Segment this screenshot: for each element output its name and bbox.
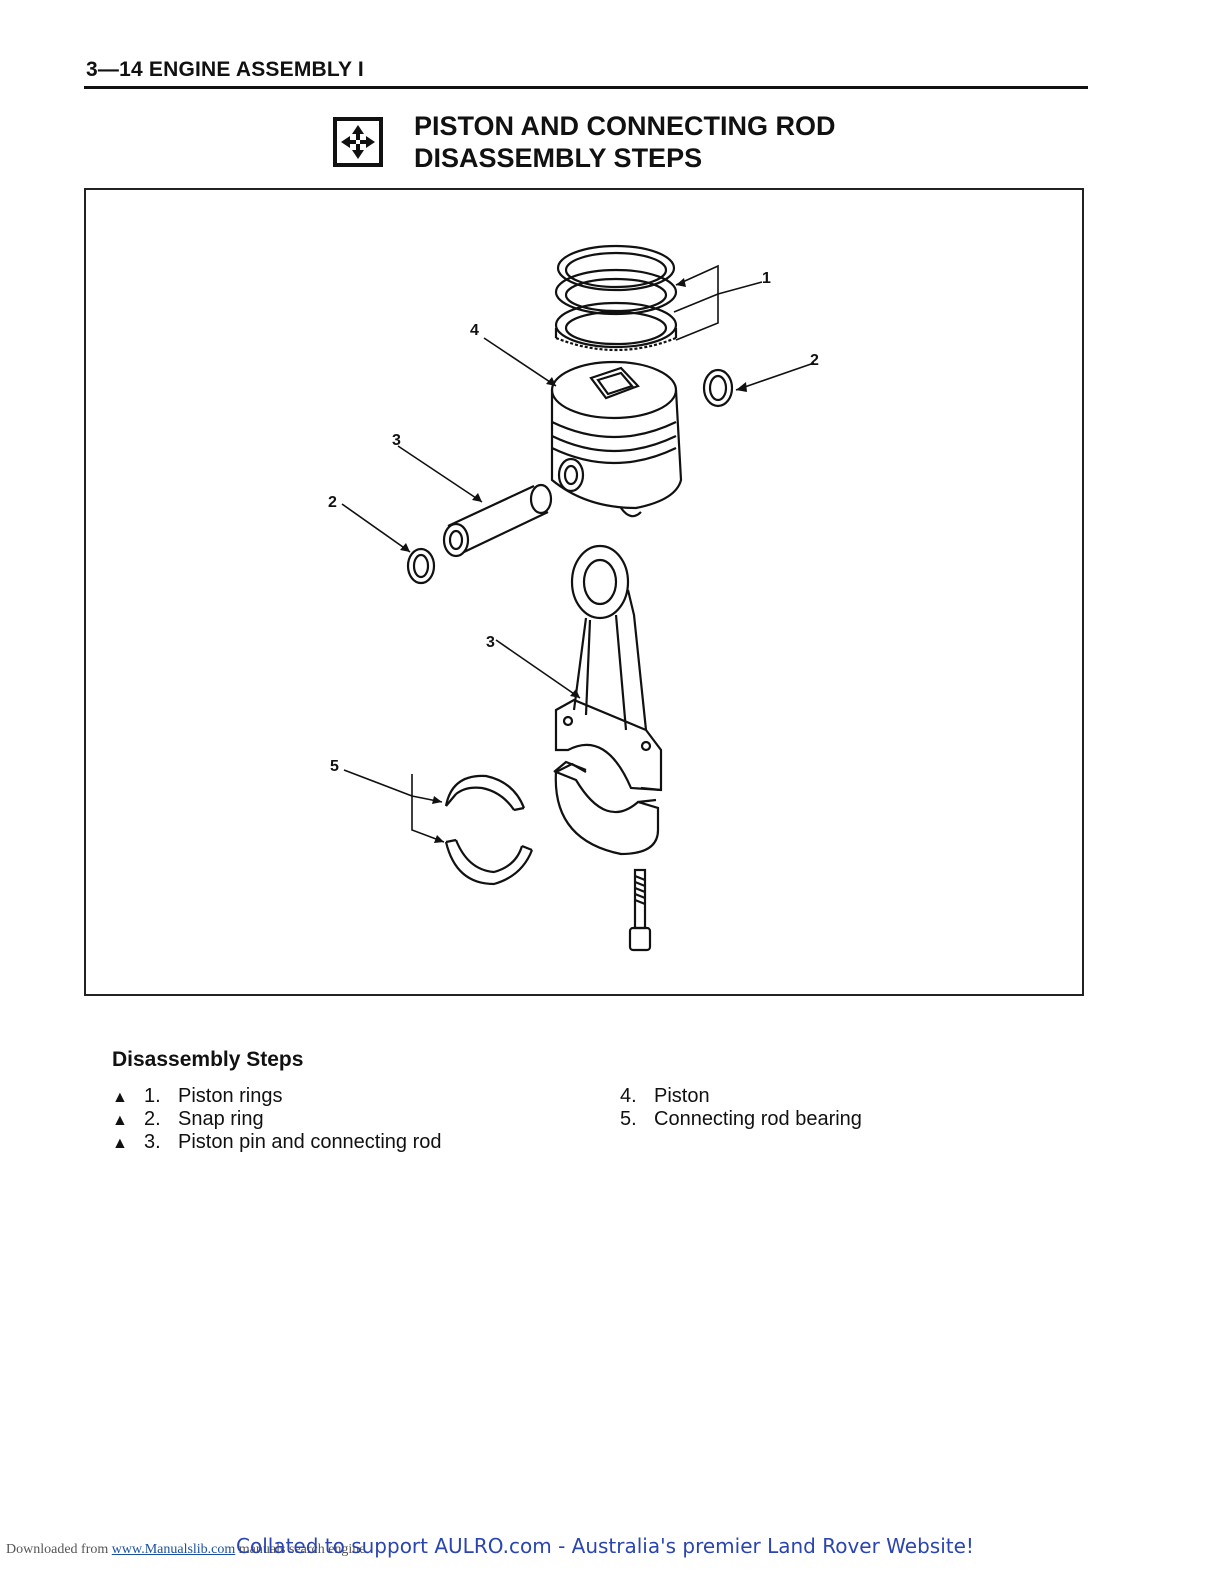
manualslib-link[interactable]: www.Manualslib.com bbox=[111, 1542, 236, 1557]
step-label: Snap ring bbox=[178, 1108, 264, 1130]
exploded-diagram bbox=[341, 244, 815, 952]
step-label: Piston rings bbox=[178, 1085, 283, 1107]
step-label: Piston pin and connecting rod bbox=[178, 1131, 442, 1153]
rod-bolt-drawing bbox=[628, 868, 652, 952]
callout-1: 1 bbox=[762, 270, 771, 287]
step-item-3: ▲3.Piston pin and connecting rod bbox=[112, 1131, 442, 1153]
disassembly-arrows-icon bbox=[333, 117, 383, 167]
piston-drawing bbox=[550, 360, 683, 518]
page-title: PISTON AND CONNECTING ROD DISASSEMBLY ST… bbox=[414, 110, 836, 174]
callout-4: 4 bbox=[470, 322, 479, 339]
callout-5: 5 bbox=[330, 758, 339, 775]
leader-lines bbox=[341, 264, 815, 843]
download-note: Downloaded from www.Manualslib.com manua… bbox=[6, 1542, 366, 1557]
page-header: 3—14 ENGINE ASSEMBLY I bbox=[84, 58, 1088, 89]
bearing-upper-drawing bbox=[444, 774, 526, 812]
step-item-4: 4.Piston bbox=[620, 1085, 710, 1107]
collated-note: Collated to support AULRO.com - Australi… bbox=[236, 1534, 974, 1558]
rod-cap-drawing bbox=[554, 762, 660, 856]
callout-3-pin: 3 bbox=[392, 432, 401, 449]
step-item-1: ▲1.Piston rings bbox=[112, 1085, 283, 1107]
exploded-view-figure: 1 2 4 3 2 3 5 bbox=[84, 188, 1084, 996]
piston-rings-drawing bbox=[554, 244, 678, 352]
bearing-lower-drawing bbox=[444, 838, 534, 886]
step-item-5: 5.Connecting rod bearing bbox=[620, 1108, 862, 1130]
callout-3-rod: 3 bbox=[486, 634, 495, 651]
step-label: Connecting rod bearing bbox=[654, 1108, 862, 1130]
snap-ring-right-drawing bbox=[702, 368, 734, 408]
title-line-2: DISASSEMBLY STEPS bbox=[414, 143, 703, 173]
step-label: Piston bbox=[654, 1085, 710, 1107]
footer: Downloaded from www.Manualslib.com manua… bbox=[6, 1532, 1216, 1562]
snap-ring-left-drawing bbox=[406, 547, 436, 585]
triangle-marker-icon: ▲ bbox=[112, 1135, 128, 1152]
step-item-2: ▲2.Snap ring bbox=[112, 1108, 264, 1130]
piston-pin-drawing bbox=[442, 483, 553, 558]
callout-2-left: 2 bbox=[328, 494, 337, 511]
section-header: 3—14 ENGINE ASSEMBLY I bbox=[86, 58, 364, 81]
leader-arrowheads bbox=[400, 278, 747, 843]
steps-heading: Disassembly Steps bbox=[112, 1048, 304, 1071]
triangle-marker-icon: ▲ bbox=[112, 1089, 128, 1106]
triangle-marker-icon: ▲ bbox=[112, 1112, 128, 1129]
connecting-rod-drawing bbox=[553, 544, 663, 792]
title-line-1: PISTON AND CONNECTING ROD bbox=[414, 111, 836, 141]
callout-2-right: 2 bbox=[810, 352, 819, 369]
